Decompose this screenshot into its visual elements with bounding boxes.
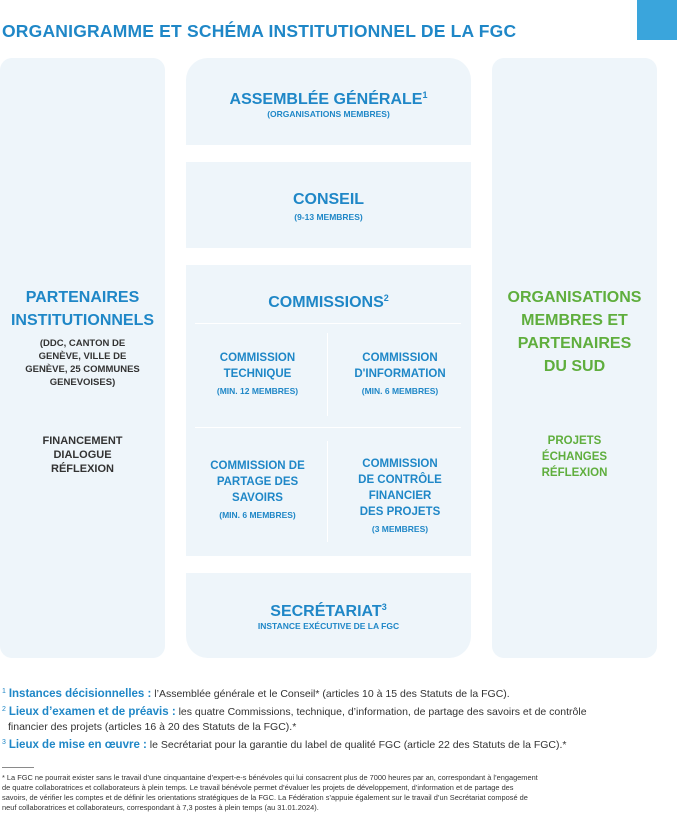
left-panel-heading: PARTENAIRES INSTITUTIONNELS — [10, 289, 155, 329]
conseil-subtitle: (9-13 MEMBRES) — [294, 212, 363, 222]
institutional-partners-panel — [0, 58, 165, 658]
page-title: ORGANIGRAMME ET SCHÉMA INSTITUTIONNEL DE… — [2, 21, 517, 41]
assemblee-generale-subtitle: (ORGANISATIONS MEMBRES) — [267, 109, 390, 119]
band-divider — [186, 556, 471, 573]
secretariat-subtitle: INSTANCE EXÉCUTIVE DE LA FGC — [257, 621, 400, 631]
band-divider — [186, 248, 471, 265]
assemblee-generale-title: ASSEMBLÉE GÉNÉRALE1 — [229, 90, 428, 108]
commissions-divider — [327, 441, 328, 542]
right-panel-roles: PROJETS ÉCHANGES RÉFLEXION — [541, 435, 608, 479]
secretariat-title: SECRÉTARIAT3 — [270, 602, 387, 620]
band-divider — [186, 145, 471, 162]
left-panel-roles: FINANCEMENT DIALOGUE RÉFLEXION — [42, 435, 123, 475]
footnote-rule — [2, 767, 34, 768]
note-item: 1 Instances décisionnelles : l’Assemblée… — [2, 688, 510, 700]
conseil-title: CONSEIL — [292, 191, 365, 208]
note-item: 3 Lieux de mise en œuvre : le Secrétaria… — [2, 739, 567, 751]
right-panel-heading: ORGANISATIONS MEMBRES ET PARTENAIRES DU … — [507, 289, 642, 375]
commissions-title: COMMISSIONS2 — [268, 293, 389, 311]
note-item-continuation: financier des projets (articles 16 à 20 … — [8, 721, 297, 733]
note-item: 2 Lieux d’examen et de préavis : les qua… — [2, 706, 587, 718]
commissions-divider — [327, 333, 328, 416]
commissions-divider — [195, 427, 461, 428]
legend-notes: 1 Instances décisionnelles : l’Assemblée… — [2, 684, 676, 753]
corner-accent-tab — [637, 0, 677, 40]
left-panel-details: (DDC, CANTON DE GENÈVE, VILLE DE GENÈVE,… — [25, 338, 140, 388]
commissions-divider — [195, 323, 461, 324]
member-organisations-panel — [492, 58, 657, 658]
footnote: * La FGC ne pourrait exister sans le tra… — [2, 773, 538, 812]
